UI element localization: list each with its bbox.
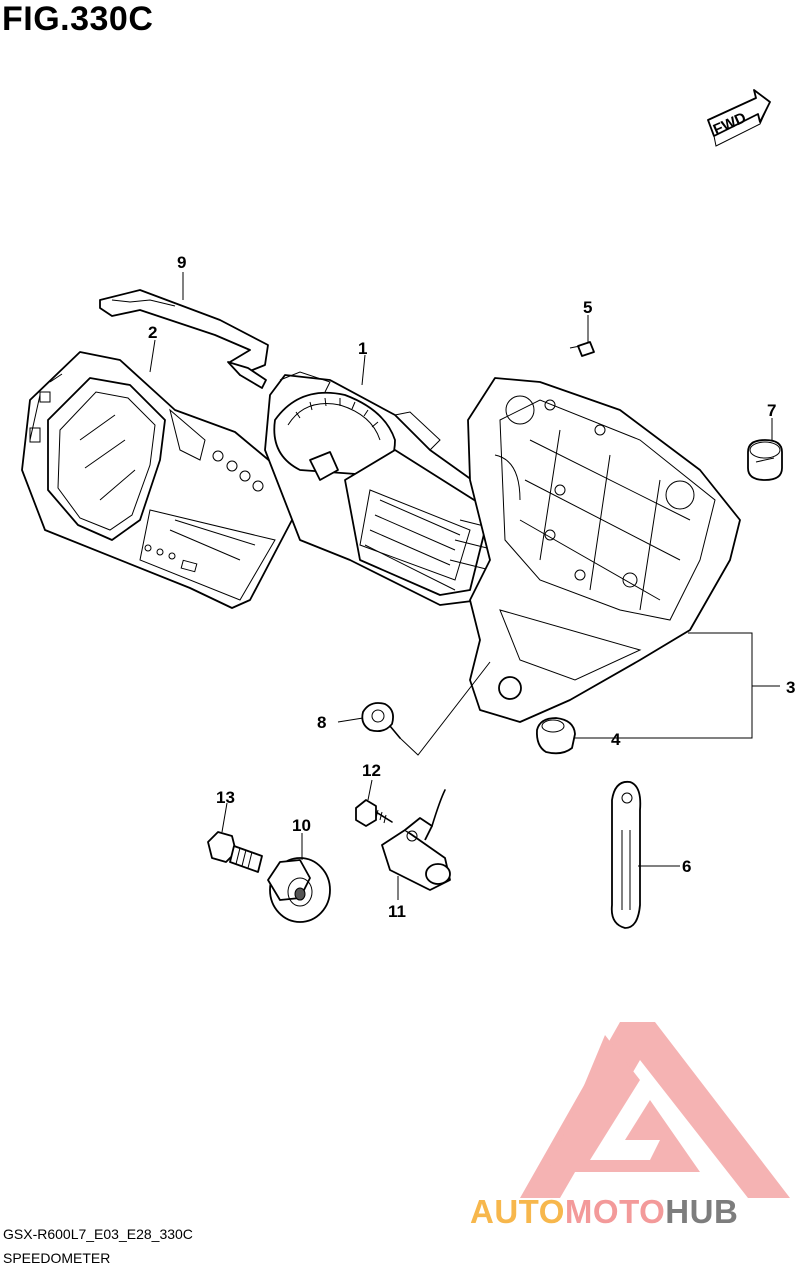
callout-2: 2 [148,323,157,342]
callout-5: 5 [583,298,592,317]
callout-10: 10 [292,816,311,835]
part-3-bracket [467,377,741,723]
callout-9: 9 [177,253,186,272]
part-13-bolt [207,831,263,873]
watermark-logo [520,1022,790,1198]
part-11-sensor [381,789,451,891]
part-4-grommet [536,717,576,755]
watermark-hub: HUB [665,1193,739,1230]
callout-7: 7 [767,401,776,420]
part-10-flange-nut [267,857,331,923]
callout-1: 1 [358,339,367,358]
callout-13: 13 [216,788,235,807]
callout-12: 12 [362,761,381,780]
watermark-moto: MOTO [564,1193,666,1230]
part-6-band [610,780,642,929]
model-code: GSX-R600L7_E03_E28_330C [3,1226,193,1242]
fwd-arrow-icon: FWD [707,89,771,147]
part-12-bolt [355,799,393,827]
leader-lines [149,272,780,900]
fwd-label: FWD [711,109,749,138]
part-1-instrument-cluster [264,371,511,606]
callouts: 1 2 3 4 5 6 7 8 9 10 11 12 13 [148,253,795,921]
part-2-meter-case [21,351,296,609]
part-5-screw [569,341,595,357]
watermark-brand: AUTOMOTOHUB [470,1193,738,1231]
part-8-screw [361,702,401,739]
diagram-caption: SPEEDOMETER [3,1250,111,1266]
callout-6: 6 [682,857,691,876]
callout-11: 11 [388,902,406,921]
watermark-auto: AUTO [470,1193,565,1230]
part-9-cover [99,289,269,389]
callout-3: 3 [786,678,795,697]
callout-8: 8 [317,713,326,732]
part-7-grommet [747,439,783,481]
figure-title: FIG.330C [2,0,154,38]
callout-4: 4 [611,730,621,749]
